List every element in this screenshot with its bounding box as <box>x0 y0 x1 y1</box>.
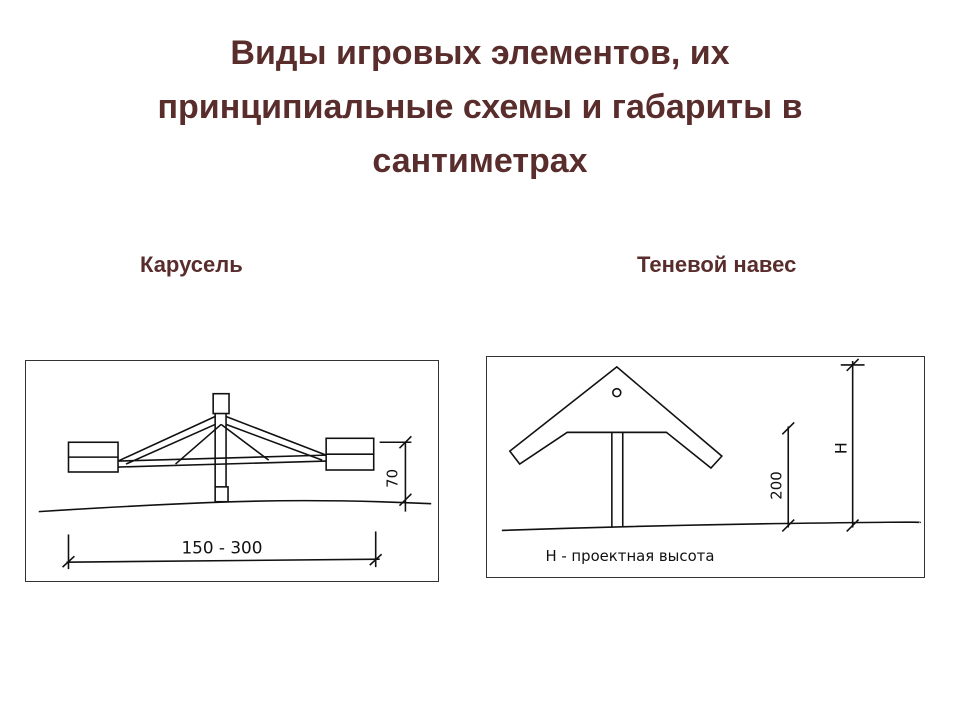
carousel-diagram: 150 - 300 70 <box>25 360 439 582</box>
carousel-beam-bottom <box>118 460 327 468</box>
canopy-height-200-label: 200 <box>767 471 785 499</box>
canopy-note: H - проектная высота <box>545 547 714 565</box>
carousel-top-cap <box>212 392 230 415</box>
carousel-strut-right-bottom <box>225 423 323 461</box>
carousel-brace-left <box>174 423 222 465</box>
title-line-3: сантиметрах <box>372 142 588 180</box>
carousel-beam-top <box>118 454 327 462</box>
canopy-roof <box>508 365 723 470</box>
canopy-height-h-label: H <box>832 442 851 454</box>
slide-title: Виды игровых элементов, их принципиальны… <box>80 26 880 188</box>
carousel-strut-left-top <box>117 415 216 462</box>
carousel-caption: Карусель <box>140 252 243 277</box>
carousel-brace-right <box>220 423 270 461</box>
carousel-width-label: 150 - 300 <box>181 537 262 557</box>
title-line-1: Виды игровых элементов, их <box>230 34 730 72</box>
carousel-drawing: 150 - 300 70 <box>38 392 432 570</box>
carousel-strut-right-top <box>225 415 327 456</box>
canopy-ground-line <box>501 521 921 532</box>
canopy-drawing: 200 H H - проектная высота <box>501 358 921 565</box>
carousel-height-label: 70 <box>383 469 401 488</box>
carousel-base <box>214 486 229 503</box>
width-dimension-line <box>66 558 380 563</box>
carousel-ground-line <box>38 499 432 513</box>
canopy-roof-hole <box>612 387 622 398</box>
canopy-caption: Теневой навес <box>637 252 797 277</box>
title-line-2: принципиальные схемы и габариты в <box>157 88 803 126</box>
canopy-diagram: 200 H H - проектная высота <box>486 356 925 578</box>
carousel-strut-left-bottom <box>125 423 216 465</box>
